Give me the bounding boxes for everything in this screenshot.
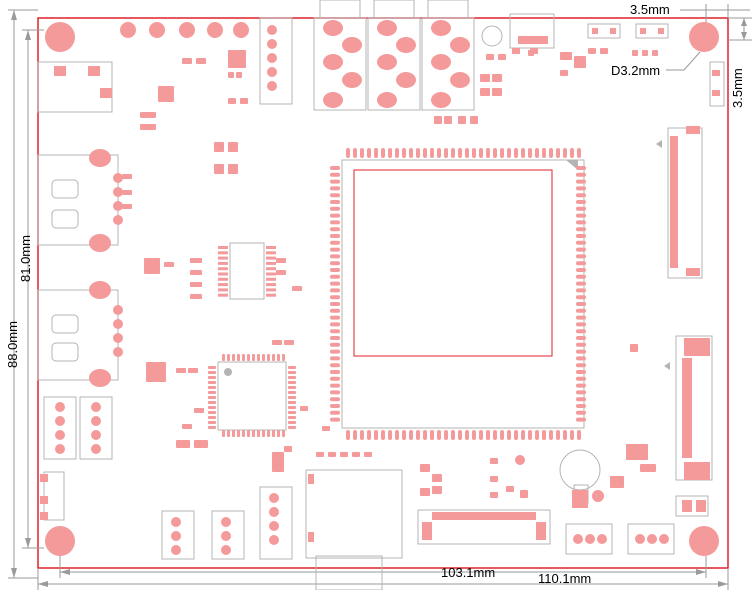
dimension-lines: [8, 4, 752, 590]
audio-jacks: [313, 0, 475, 111]
dim-top-width-label: 3.5mm: [630, 2, 670, 17]
main-processor: [330, 148, 586, 440]
dim-inner-width-label: 103.1mm: [441, 565, 495, 580]
usb-connector-2: [37, 281, 123, 387]
dip-chip: [218, 242, 276, 300]
power-jack: [37, 61, 113, 113]
smd-components: [122, 48, 658, 498]
top-header-connector: [259, 17, 293, 105]
fpc-connector-top: [656, 126, 703, 279]
mounting-holes: [45, 22, 719, 556]
dim-hole-label: D3.2mm: [611, 63, 660, 78]
top-holes: [120, 22, 249, 38]
sd-card-slot: [305, 469, 403, 590]
coin-battery: [515, 449, 604, 508]
fpc-connector-bottom: [664, 335, 713, 481]
dim-inner-height-label: 81.0mm: [18, 235, 33, 282]
bottom-headers: [161, 486, 709, 560]
secondary-chip: [208, 354, 296, 437]
dim-outer-width-label: 110.1mm: [538, 571, 591, 586]
left-headers: [40, 396, 113, 521]
top-right-components: [481, 13, 725, 107]
usb-connector-1: [37, 149, 123, 252]
dim-outer-height-label: 88.0mm: [5, 321, 20, 368]
bottom-fpc: [417, 509, 551, 545]
dim-side-height-label: 3.5mm: [730, 68, 745, 108]
